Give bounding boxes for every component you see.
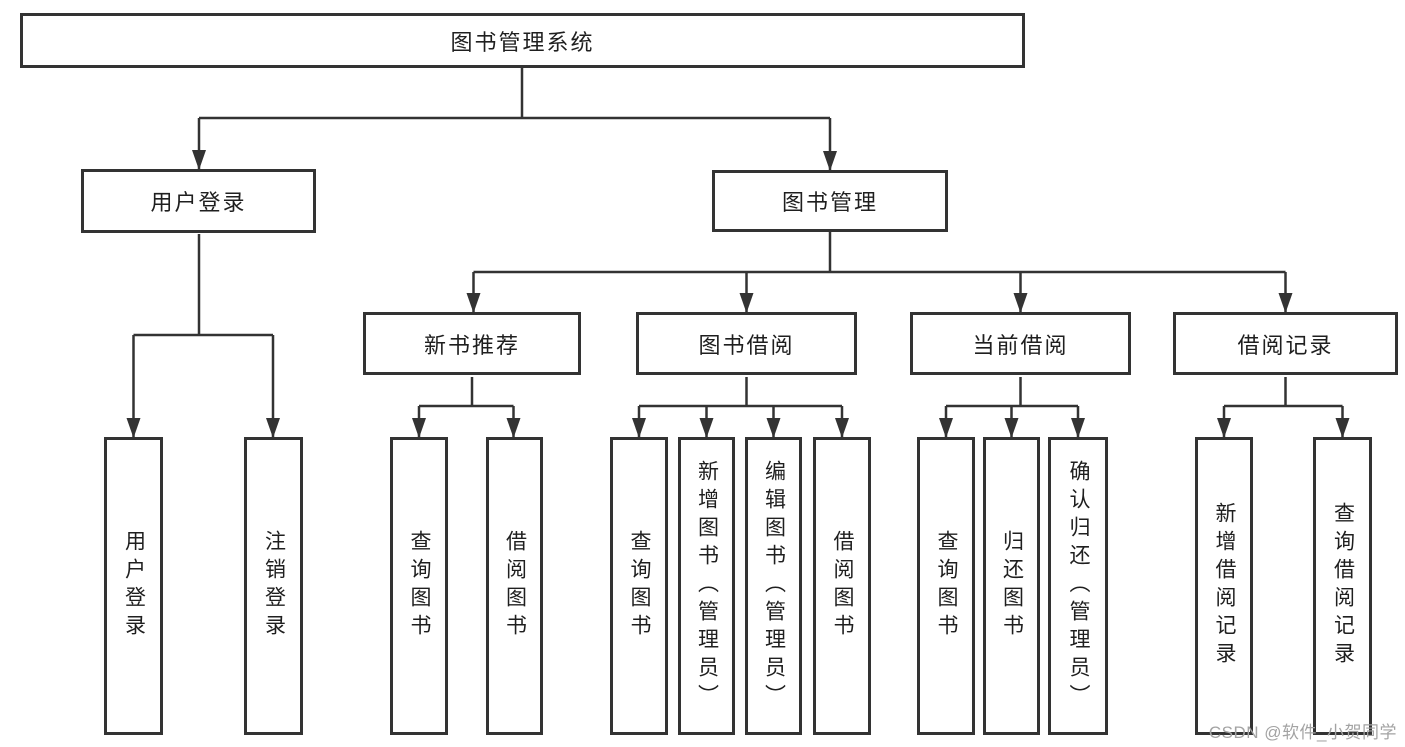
connector-book-borrowing-branch (632, 377, 849, 438)
node-new-book-recommendation: 新书推荐 (363, 312, 581, 375)
node-query-borrow-record-label: 查询借阅记录 (1331, 502, 1355, 670)
node-borrow-books-borrowing-label: 借阅图书 (831, 530, 855, 642)
node-query-books-recommend-label: 查询图书 (408, 530, 432, 642)
node-query-books-current-label: 查询图书 (935, 530, 959, 642)
node-query-borrow-record: 查询借阅记录 (1313, 437, 1372, 735)
connector-borrowing-records-branch (1217, 377, 1350, 438)
connector-book-management-branch (466, 232, 1293, 313)
node-user-login-action: 用户登录 (104, 437, 163, 735)
node-borrow-books-recommend-label: 借阅图书 (503, 530, 527, 642)
connector-user-login-branch (126, 234, 280, 438)
node-user-login-action-label: 用户登录 (122, 530, 146, 642)
node-add-books-admin-label: 新增图书（管理员） (695, 460, 719, 712)
node-borrow-books-recommend: 借阅图书 (486, 437, 543, 735)
node-current-borrowing: 当前借阅 (910, 312, 1131, 375)
node-query-books-recommend: 查询图书 (390, 437, 448, 735)
node-user-login: 用户登录 (81, 169, 316, 233)
node-user-login-label: 用户登录 (150, 190, 247, 215)
node-book-management-label: 图书管理 (781, 190, 878, 215)
node-borrow-books-borrowing: 借阅图书 (813, 437, 871, 735)
node-return-books: 归还图书 (983, 437, 1040, 735)
node-root: 图书管理系统 (20, 13, 1025, 68)
connector-current-borrowing-branch (939, 377, 1085, 438)
node-root-label: 图书管理系统 (450, 29, 595, 55)
watermark: CSDN @软件_小贺同学 (1208, 723, 1397, 742)
node-edit-books-admin-label: 编辑图书（管理员） (762, 460, 786, 712)
node-query-books-borrowing-label: 查询图书 (628, 530, 652, 642)
node-query-books-borrowing: 查询图书 (610, 437, 668, 735)
node-edit-books-admin: 编辑图书（管理员） (745, 437, 802, 735)
node-add-borrow-record: 新增借阅记录 (1195, 437, 1253, 735)
node-add-books-admin: 新增图书（管理员） (678, 437, 735, 735)
node-return-books-label: 归还图书 (1000, 530, 1024, 642)
node-current-borrowing-label: 当前借阅 (972, 332, 1069, 358)
node-confirm-return-admin: 确认归还（管理员） (1048, 437, 1108, 735)
node-borrowing-records-label: 借阅记录 (1237, 332, 1334, 358)
node-logout-action-label: 注销登录 (262, 530, 286, 642)
node-confirm-return-admin-label: 确认归还（管理员） (1067, 460, 1091, 712)
node-book-borrowing-label: 图书借阅 (698, 332, 795, 358)
node-add-borrow-record-label: 新增借阅记录 (1213, 502, 1237, 670)
node-query-books-current: 查询图书 (917, 437, 975, 735)
connector-root-to-level2 (192, 68, 837, 171)
node-logout-action: 注销登录 (244, 437, 303, 735)
node-new-book-recommendation-label: 新书推荐 (423, 332, 520, 358)
node-book-borrowing: 图书借阅 (636, 312, 857, 375)
connector-new-book-branch (412, 377, 521, 438)
node-book-management: 图书管理 (712, 170, 948, 232)
node-borrowing-records: 借阅记录 (1173, 312, 1398, 375)
